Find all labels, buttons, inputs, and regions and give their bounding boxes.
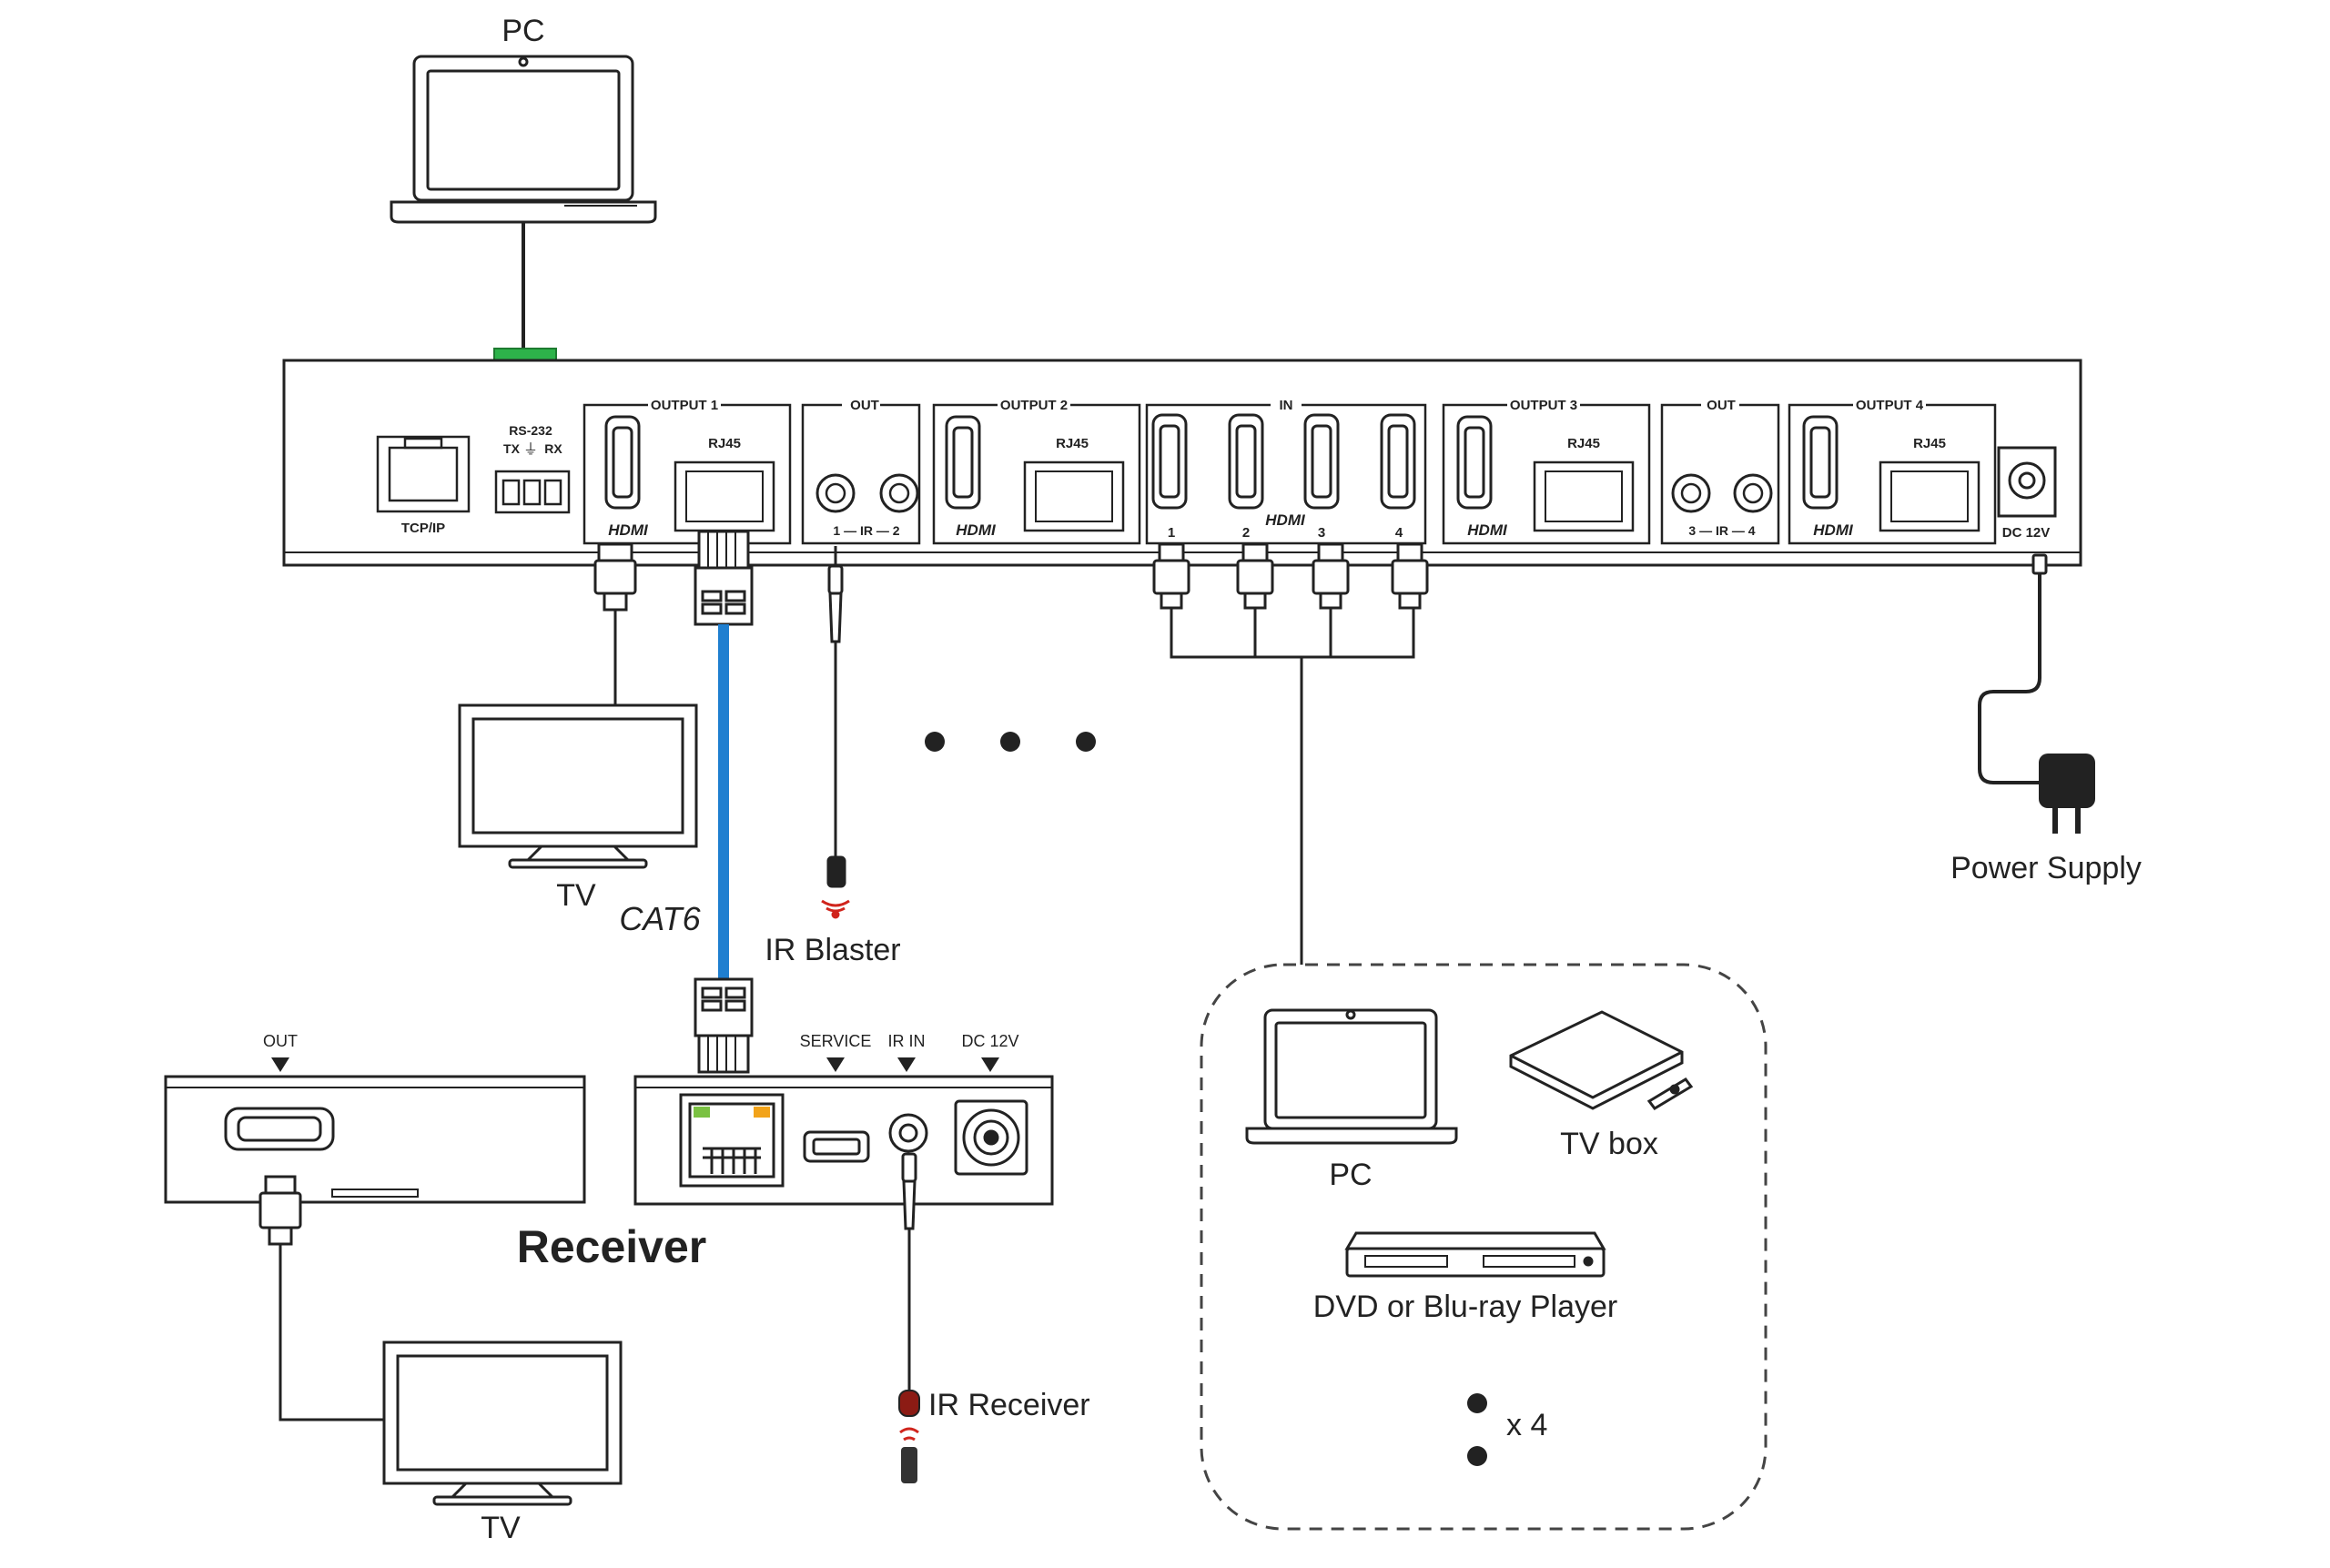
hdmi-in-group	[1145, 398, 1427, 545]
times-four-label: x 4	[1506, 1408, 1547, 1442]
laptop-pc-top	[390, 55, 657, 224]
output-3-group	[1442, 398, 1651, 545]
hdmi-in-4-port	[1380, 413, 1416, 510]
hdmi-in-2-port	[1228, 413, 1264, 510]
hdmi-in-3-label: 3	[1318, 525, 1325, 541]
tv-bottom	[382, 1340, 623, 1506]
sources-group	[1200, 963, 1768, 1531]
output-4-group	[1788, 398, 1997, 545]
receiver-label: Receiver	[517, 1221, 707, 1272]
rs232-tx-label: TX	[503, 441, 521, 456]
tv-box-label: TV box	[1560, 1127, 1658, 1161]
ir-out-34-label: OUT	[1707, 398, 1736, 413]
ir-receiver-cable	[901, 1152, 917, 1392]
cat6-label: CAT6	[619, 900, 701, 937]
dvd-label: DVD or Blu-ray Player	[1313, 1290, 1617, 1324]
output-1-label: OUTPUT 1	[651, 398, 718, 413]
rs232-label: RS-232	[509, 423, 552, 438]
hdmi-cable-output1	[593, 542, 637, 705]
ir-out-12-group	[801, 398, 921, 545]
output-2-rj45-label: RJ45	[1056, 436, 1089, 451]
irin-arrow-icon	[897, 1057, 916, 1072]
ir-blaster-cable	[826, 546, 846, 888]
tv-box-icon	[1509, 1010, 1694, 1110]
hdmi-in-2-label: 2	[1242, 525, 1250, 541]
tv-bottom-label: TV	[481, 1511, 521, 1545]
ir-blaster-signal-icon	[821, 899, 850, 919]
tcpip-label: TCP/IP	[401, 521, 445, 536]
ir-receiver-eye-icon	[898, 1390, 920, 1417]
matrix-dc-label: DC 12V	[2002, 525, 2051, 541]
matrix-dc-port	[1997, 446, 2057, 518]
output-4-rj45-label: RJ45	[1913, 436, 1946, 451]
hdmi-cable-bottom	[258, 1175, 384, 1421]
receiver-irin-label: IR IN	[887, 1032, 925, 1050]
output-2-hdmi-logo: HDMI	[956, 521, 997, 539]
ground-icon: ⏚	[523, 441, 538, 458]
output-4-hdmi-logo: HDMI	[1813, 521, 1854, 539]
receiver-service-label: SERVICE	[800, 1032, 872, 1050]
power-supply-label: Power Supply	[1950, 851, 2142, 885]
output-4-label: OUTPUT 4	[1856, 398, 1924, 413]
tv-left	[458, 703, 698, 869]
output-2-group	[932, 398, 1141, 545]
hdmi-port-output-4	[1802, 415, 1839, 510]
power-adapter-icon	[2039, 754, 2095, 834]
ir-34-label: 3 — IR — 4	[1688, 523, 1755, 538]
output-2-label: OUTPUT 2	[1000, 398, 1068, 413]
remote-control-icon	[899, 1427, 919, 1483]
sink-device	[164, 1075, 586, 1204]
tv-left-label: TV	[556, 878, 596, 913]
sink-out-arrow-icon	[271, 1057, 289, 1072]
hdmi-in-4-label: 4	[1395, 525, 1403, 541]
ellipsis-dot-1	[925, 732, 945, 752]
output-1-rj45-label: RJ45	[708, 436, 741, 451]
output-3-hdmi-logo: HDMI	[1467, 521, 1508, 539]
laptop-pc-source	[1245, 1008, 1458, 1145]
hdmi-in-1-label: 1	[1168, 525, 1175, 541]
output-3-rj45-label: RJ45	[1567, 436, 1600, 451]
hdmi-port-output-2	[945, 415, 981, 510]
rj45-plug-top	[694, 530, 754, 626]
receiver-unit	[633, 1075, 1054, 1206]
ir-out-34-group	[1660, 398, 1780, 545]
tcpip-port	[376, 435, 471, 513]
sink-out-label: OUT	[263, 1032, 298, 1050]
hdmi-port-output-1	[604, 415, 641, 510]
hdmi-in-logo: HDMI	[1265, 511, 1306, 529]
sources-dot-1	[1467, 1393, 1487, 1413]
ir-out-12-label: OUT	[850, 398, 879, 413]
hdmi-port-output-3	[1456, 415, 1493, 510]
sources-dot-2	[1467, 1446, 1487, 1466]
hdmi-in-label: IN	[1280, 398, 1293, 413]
service-arrow-icon	[826, 1057, 845, 1072]
dc-arrow-icon	[981, 1057, 999, 1072]
hdmi-in-1-port	[1151, 413, 1188, 510]
output-3-label: OUTPUT 3	[1510, 398, 1577, 413]
ellipsis-dot-2	[1000, 732, 1020, 752]
receiver-dc-label: DC 12V	[961, 1032, 1018, 1050]
ir-blaster-label: IR Blaster	[765, 933, 900, 967]
hdmi-in-3-port	[1303, 413, 1340, 510]
rs232-rx-label: RX	[544, 441, 562, 456]
pc-top-label: PC	[501, 14, 544, 48]
power-cable	[1978, 553, 2048, 784]
rj45-plug-bottom	[694, 977, 754, 1074]
ir-receiver-label: IR Receiver	[928, 1388, 1090, 1422]
output-1-hdmi-logo: HDMI	[608, 521, 649, 539]
rs232-port	[494, 470, 571, 514]
ellipsis-dot-3	[1076, 732, 1096, 752]
ir-12-label: 1 — IR — 2	[833, 523, 899, 538]
hdmi-input-cables	[1152, 542, 1429, 965]
pc-source-label: PC	[1329, 1158, 1372, 1192]
dvd-player-icon	[1344, 1231, 1606, 1278]
